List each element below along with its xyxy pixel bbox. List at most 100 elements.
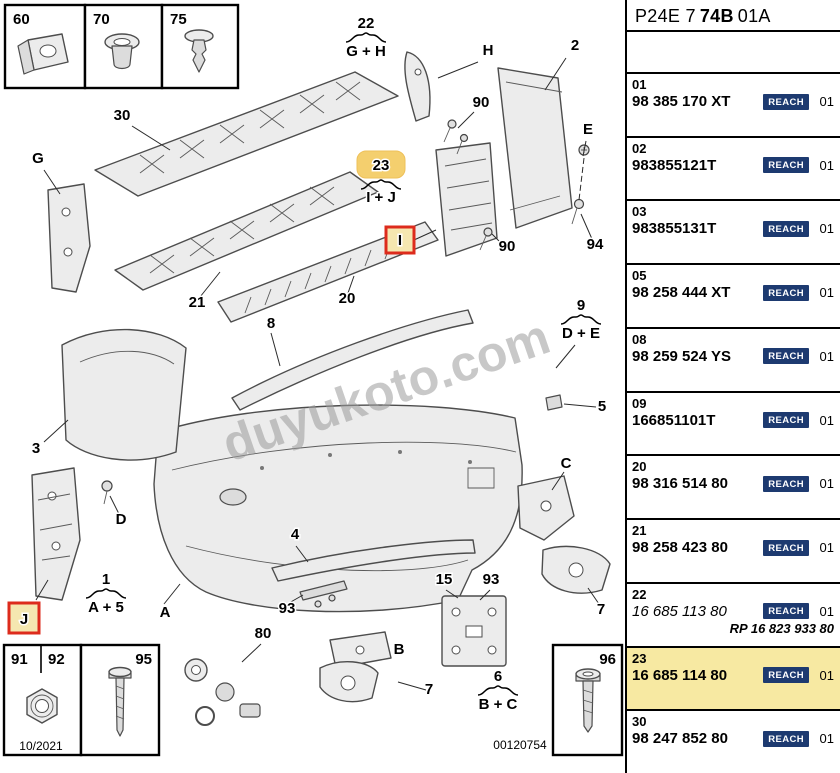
part-lower-trim-4 <box>271 539 476 582</box>
part-qty: 01 <box>819 476 834 492</box>
callout-group-D-E[interactable]: D + E <box>561 324 602 344</box>
callout-8[interactable]: 8 <box>265 314 276 334</box>
part-crossmember-30 <box>94 71 399 197</box>
callout-7-bottom[interactable]: 7 <box>423 680 434 700</box>
reach-badge[interactable]: REACH <box>763 667 809 684</box>
callout-E[interactable]: E <box>581 120 594 140</box>
callout-21[interactable]: 21 <box>187 293 207 313</box>
diagram-area: duyukoto.com 60 70 75 <box>2 3 624 757</box>
callout-90-mid[interactable]: 90 <box>497 237 517 257</box>
callout-G[interactable]: G <box>31 149 46 169</box>
callout-group-A-5[interactable]: A + 5 <box>87 598 126 618</box>
part-number: 98 247 852 80 <box>632 730 728 748</box>
callout-22[interactable]: 22 <box>356 14 376 34</box>
parts-row-05[interactable]: 05 98 258 444 XT REACH 01 <box>627 263 840 327</box>
clip-5 <box>545 394 563 411</box>
callout-93-right[interactable]: 93 <box>481 570 501 590</box>
callout-93-left[interactable]: 93 <box>277 599 297 619</box>
parts-row-30[interactable]: 30 98 247 852 80 REACH 01 <box>627 709 840 773</box>
screws-90-top <box>443 119 469 155</box>
leader-lines <box>35 57 600 691</box>
callout-9[interactable]: 9 <box>575 296 586 316</box>
inset-fasteners-top: 60 70 75 <box>3 3 240 90</box>
callout-80[interactable]: 80 <box>253 624 273 644</box>
row-line: 98 385 170 XT REACH 01 <box>632 93 834 110</box>
part-support-7-right <box>541 545 611 594</box>
parts-row-08[interactable]: 08 98 259 524 YS REACH 01 <box>627 326 840 391</box>
callout-90-top[interactable]: 90 <box>471 93 491 113</box>
clip-nut-icon <box>17 33 69 75</box>
row-ref: 22 <box>632 586 647 602</box>
callout-5[interactable]: 5 <box>596 397 607 417</box>
grommet-icon <box>104 33 140 70</box>
parts-row-23-highlighted[interactable]: 23 16 685 114 80 REACH 01 <box>627 645 840 710</box>
parts-row-03[interactable]: 03 983855131T REACH 01 <box>627 199 840 263</box>
callout-group-G-H[interactable]: G + H <box>345 42 388 62</box>
reach-badge[interactable]: REACH <box>763 475 809 492</box>
parts-row-22[interactable]: 22 16 685 113 80 REACH 01 RP 16 823 933 … <box>627 581 840 646</box>
reach-badge[interactable]: REACH <box>763 157 809 174</box>
row-ref: 01 <box>632 77 647 92</box>
callout-1[interactable]: 1 <box>100 570 111 590</box>
callout-20[interactable]: 20 <box>337 289 357 309</box>
row-ref: 05 <box>632 268 647 284</box>
part-number: 98 258 444 XT <box>632 284 731 302</box>
parts-row-09[interactable]: 09 166851101T REACH 01 <box>627 390 840 455</box>
callout-7-right[interactable]: 7 <box>595 600 606 620</box>
part-bumper-cover-A <box>153 404 523 613</box>
parts-row-20[interactable]: 20 98 316 514 80 REACH 01 <box>627 454 840 518</box>
callout-75[interactable]: 75 <box>170 11 187 28</box>
part-bracket-J <box>31 467 81 601</box>
callout-95[interactable]: 95 <box>135 651 152 668</box>
row-ref: 09 <box>632 395 647 411</box>
reach-badge[interactable]: REACH <box>763 603 809 620</box>
parts-row-02[interactable]: 02 983855121T REACH 01 <box>627 135 840 200</box>
callout-I-selected[interactable]: I <box>396 231 403 251</box>
part-qty: 01 <box>819 285 834 301</box>
callout-30[interactable]: 30 <box>112 106 132 126</box>
parts-row-21[interactable]: 21 98 258 423 80 REACH 01 <box>627 518 840 582</box>
row-ref: 02 <box>632 140 647 156</box>
callout-6[interactable]: 6 <box>492 667 503 687</box>
callout-23-selected[interactable]: 23 <box>371 156 391 176</box>
callout-group-B-C[interactable]: B + C <box>477 695 519 715</box>
part-bracket-B <box>329 631 392 669</box>
part-qty: 01 <box>819 603 834 619</box>
hex-nut-icon <box>26 688 58 724</box>
callout-15[interactable]: 15 <box>434 570 454 590</box>
callout-4[interactable]: 4 <box>289 525 301 545</box>
callout-94[interactable]: 94 <box>585 235 605 255</box>
callout-A[interactable]: A <box>158 603 172 623</box>
date-note: 10/2021 <box>19 739 63 753</box>
callout-C[interactable]: C <box>559 454 573 474</box>
parts-row-01[interactable]: 01 98 385 170 XT REACH 01 <box>627 72 840 136</box>
callout-70[interactable]: 70 <box>93 11 110 28</box>
reach-badge[interactable]: REACH <box>763 539 809 556</box>
callout-J-selected[interactable]: J <box>18 610 29 630</box>
clip-D <box>101 480 113 505</box>
reach-badge[interactable]: REACH <box>763 348 809 365</box>
screw-94 <box>571 198 585 225</box>
part-number: 983855121T <box>632 156 717 174</box>
row-ref: 30 <box>632 714 647 730</box>
callout-60[interactable]: 60 <box>13 11 30 28</box>
callout-3[interactable]: 3 <box>30 439 41 459</box>
row-line: 16 685 114 80 REACH 01 <box>632 667 834 684</box>
callout-96[interactable]: 96 <box>599 651 616 668</box>
reach-badge[interactable]: REACH <box>763 412 809 429</box>
callout-B[interactable]: B <box>392 640 406 660</box>
callout-D[interactable]: D <box>114 510 128 530</box>
callout-92[interactable]: 92 <box>48 651 65 668</box>
reach-badge[interactable]: REACH <box>763 220 809 237</box>
callout-H[interactable]: H <box>481 41 495 61</box>
screw-96-icon <box>575 668 601 733</box>
callout-2[interactable]: 2 <box>569 36 580 56</box>
callout-group-I-J[interactable]: I + J <box>365 188 398 208</box>
reach-badge[interactable]: REACH <box>763 93 809 110</box>
part-trim-strip-8 <box>231 309 474 411</box>
callout-91[interactable]: 91 <box>11 651 28 668</box>
reach-badge[interactable]: REACH <box>763 284 809 301</box>
row-ref: 08 <box>632 331 647 347</box>
reach-badge[interactable]: REACH <box>763 730 809 747</box>
